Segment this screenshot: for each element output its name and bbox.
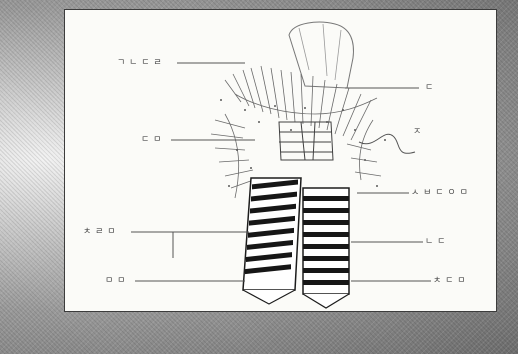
right-implant	[303, 188, 349, 308]
implant-diagram	[65, 10, 496, 311]
crown-outline	[289, 22, 353, 88]
label-top-left: ㄱ ㄴ ㄷ ㄹ	[117, 58, 162, 68]
left-implant	[243, 178, 301, 304]
label-middle-right: ㅈ	[413, 127, 422, 137]
label-middle-left: ㄷ ㅁ	[141, 135, 162, 145]
label-left-mid: ㅊ ㄹ ㅁ	[83, 227, 116, 237]
label-right-bottom: ㅊ ㄷ ㅁ	[433, 276, 466, 286]
label-right-upper: ㄷ	[425, 83, 434, 93]
label-left-bottom: ㅁ ㅁ	[105, 276, 126, 286]
label-right-lower: ㄴ ㄷ	[425, 237, 446, 247]
label-right-mid: ㅅ ㅂ ㄷ ㅇ ㅁ	[411, 188, 468, 198]
diagram-screen: ㄱ ㄴ ㄷ ㄹ ㄷ ㄷ ㅁ ㅈ ㅅ ㅂ ㄷ ㅇ ㅁ ㅊ ㄹ ㅁ ㄴ ㄷ ㅁ ㅁ …	[64, 9, 497, 312]
abutment	[279, 122, 333, 160]
crown-inner	[299, 24, 341, 80]
